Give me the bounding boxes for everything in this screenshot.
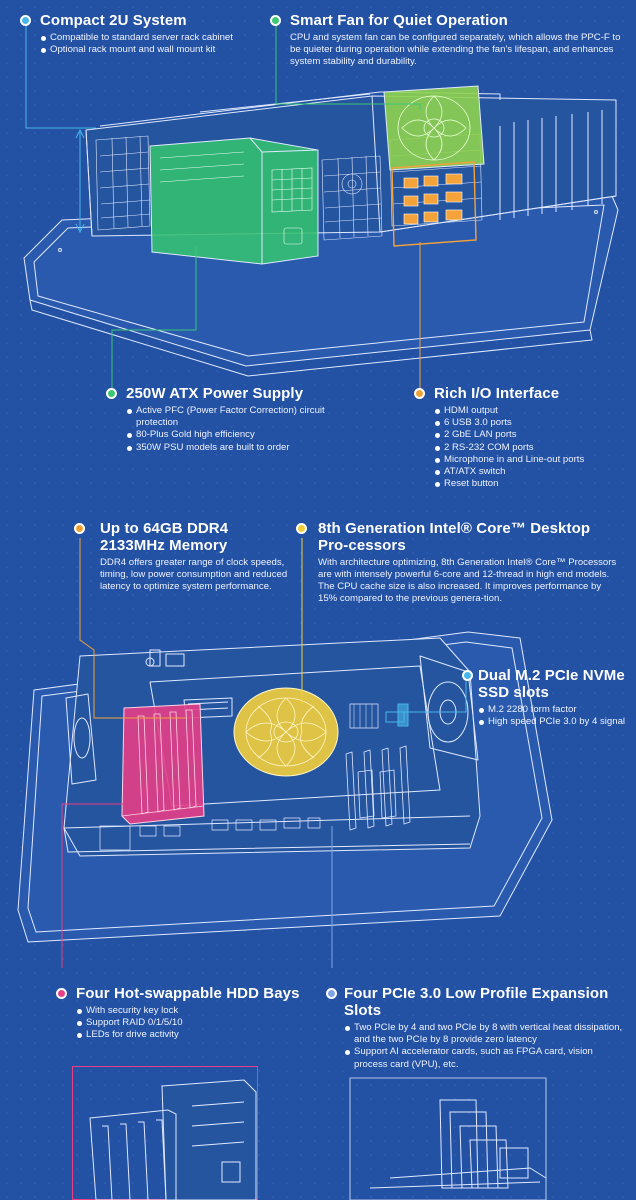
m2-title: Dual M.2 PCIe NVMe SSD slots (478, 667, 625, 701)
callout-psu: 250W ATX Power Supply Active PFC (Power … (106, 385, 346, 454)
callout-hdd: Four Hot-swappable HDD Bays With securit… (56, 985, 306, 1042)
fan-title: Smart Fan for Quiet Operation (290, 12, 508, 29)
psu-highlight (149, 137, 319, 265)
io-bullet: 2 GbE LAN ports (434, 429, 624, 441)
hdd-title: Four Hot-swappable HDD Bays (76, 985, 300, 1002)
orange-dot-icon (74, 523, 85, 534)
io-bullet: AT/ATX switch (434, 466, 624, 478)
callout-fan: Smart Fan for Quiet Operation CPU and sy… (270, 12, 626, 68)
gold-dot-icon (296, 523, 307, 534)
io-bullet: Microphone in and Line-out ports (434, 454, 624, 466)
io-title: Rich I/O Interface (434, 385, 560, 402)
cyan-dot-icon (462, 670, 473, 681)
hdd-bullet: With security key lock (76, 1005, 306, 1017)
green-dot-icon (106, 388, 117, 399)
callout-m2: Dual M.2 PCIe NVMe SSD slots M.2 2280 fo… (462, 667, 630, 728)
io-bullet: Reset button (434, 478, 624, 490)
hdd-highlight (121, 703, 205, 825)
io-bullet: HDMI output (434, 405, 624, 417)
m2-bullet: M.2 2280 form factor (478, 704, 630, 716)
compact-bullets: Compatible to standard server rack cabin… (40, 32, 270, 56)
psu-bullets: Active PFC (Power Factor Correction) cir… (126, 405, 346, 454)
callout-io: Rich I/O Interface HDMI output 6 USB 3.0… (414, 385, 624, 490)
fan-highlight (383, 85, 485, 171)
pcie-bullet: Two PCIe by 4 and two PCIe by 8 with ver… (344, 1022, 628, 1046)
hdd-bullet: LEDs for drive activity (76, 1029, 306, 1041)
blue-dot-icon (326, 988, 337, 999)
io-bullet: 2 RS-232 COM ports (434, 442, 624, 454)
callout-cpu: 8th Generation Intel® Core™ Desktop Pro-… (296, 520, 622, 605)
hdd-bullet: Support RAID 0/1/5/10 (76, 1017, 306, 1029)
fan-desc: CPU and system fan can be configured sep… (290, 32, 621, 67)
psu-bullet: 80-Plus Gold high efficiency (126, 429, 346, 441)
io-bullets: HDMI output 6 USB 3.0 ports 2 GbE LAN po… (434, 405, 624, 490)
pcie-bullet: Support AI accelerator cards, such as FP… (344, 1046, 628, 1070)
system-illustration-middle (17, 538, 553, 968)
orange-dot-icon (414, 388, 425, 399)
cpu-title: 8th Generation Intel® Core™ Desktop Pro-… (318, 520, 591, 554)
system-illustration-top (23, 26, 619, 390)
compact-title: Compact 2U System (40, 12, 187, 29)
pcie-bullets: Two PCIe by 4 and two PCIe by 8 with ver… (344, 1022, 628, 1071)
callout-compact: Compact 2U System Compatible to standard… (20, 12, 270, 56)
pcie-title: Four PCIe 3.0 Low Profile Expansion Slot… (344, 985, 609, 1019)
psu-bullet: Active PFC (Power Factor Correction) cir… (126, 405, 346, 429)
memory-desc: DDR4 offers greater range of clock speed… (100, 557, 288, 592)
pcie-slot-thumbnail (349, 1077, 547, 1200)
green-dot-icon (270, 15, 281, 26)
psu-bullet: 350W PSU models are built to order (126, 442, 346, 454)
psu-title: 250W ATX Power Supply (126, 385, 304, 402)
m2-bullets: M.2 2280 form factor High speed PCIe 3.0… (478, 704, 630, 728)
cpu-desc: With architecture optimizing, 8th Genera… (318, 557, 617, 604)
callout-memory: Up to 64GB DDR4 2133MHz Memory DDR4 offe… (74, 520, 296, 593)
memory-title: Up to 64GB DDR4 2133MHz Memory (100, 520, 229, 554)
callout-pcie: Four PCIe 3.0 Low Profile Expansion Slot… (326, 985, 628, 1071)
compact-bullet: Optional rack mount and wall mount kit (40, 44, 270, 56)
m2-bullet: High speed PCIe 3.0 by 4 signal (478, 716, 630, 728)
hdd-bay-thumbnail (72, 1066, 258, 1200)
hdd-bullets: With security key lock Support RAID 0/1/… (76, 1005, 306, 1042)
io-bullet: 6 USB 3.0 ports (434, 417, 624, 429)
cyan-dot-icon (20, 15, 31, 26)
compact-bullet: Compatible to standard server rack cabin… (40, 32, 270, 44)
cooler-highlight (233, 687, 339, 777)
io-highlight (391, 161, 477, 247)
pink-dot-icon (56, 988, 67, 999)
